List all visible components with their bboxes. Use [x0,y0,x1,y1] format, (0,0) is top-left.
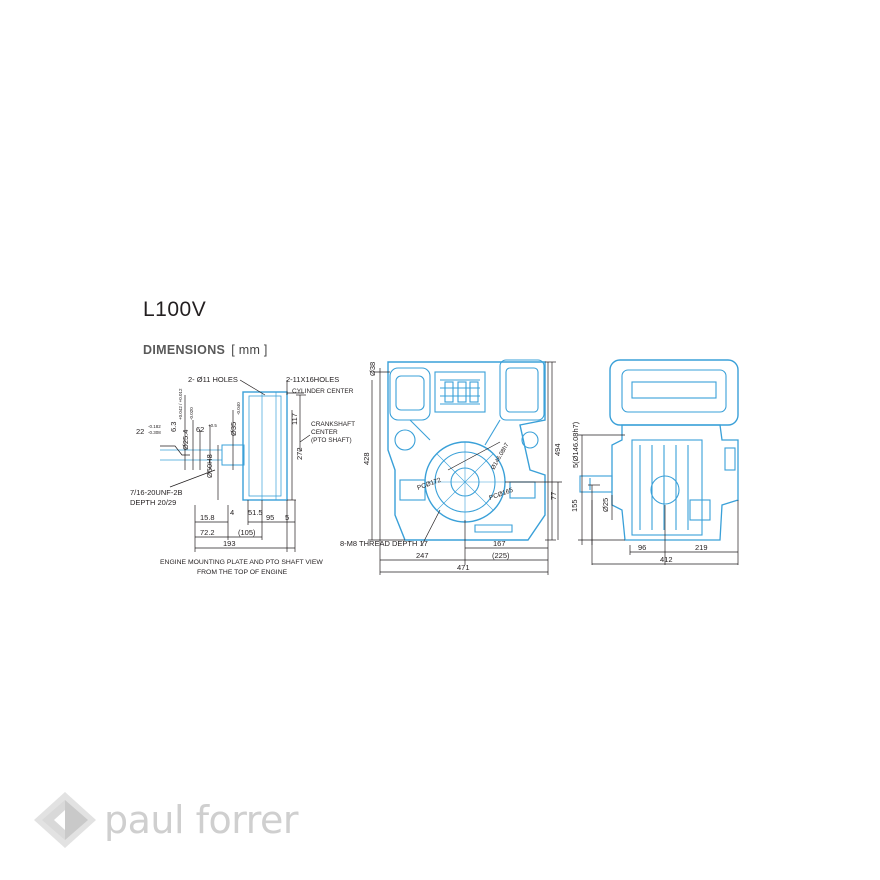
dim-515: 51.5 [248,508,263,517]
dim-722: 72.2 [200,528,215,537]
dim-62: 62 [196,425,204,434]
dim-4: 4 [230,508,234,517]
dim-35-tol: -0.040 [236,402,241,415]
dim-219: 219 [695,543,708,552]
dim-105: (105) [238,528,256,537]
dim-63: 6.3 [169,422,178,432]
dim-412: 412 [660,555,673,564]
dim-428: 428 [362,452,371,465]
dim-38: Ø38 [368,362,377,376]
dim-247: 247 [416,551,429,560]
dim-117: 117 [290,413,299,425]
crankshaft-label-1: CRANKSHAFT [311,421,355,428]
dim-155: 155 [570,499,579,512]
dim-254-tol: -0.020 [189,407,194,420]
dim-62-tol: +0.5 [208,423,217,428]
paul-forrer-logo: paul forrer [32,790,299,850]
dim-95: 95 [266,513,274,522]
dimensions-unit: [ mm ] [231,343,268,357]
thread-label-1: 7/16-20UNF-2B [130,488,183,497]
thread-center: 8-M8 THREAD DEPTH 17 [340,539,428,548]
dim-35: Ø35 [229,422,238,436]
caption-2: FROM THE TOP OF ENGINE [197,569,288,576]
logo-mark-icon [34,792,96,848]
mounting-plate-outline [242,391,288,501]
crankshaft-label-3: (PTO SHAFT) [311,437,352,444]
cylinder-center-label: CYLINDER CENTER [292,388,354,395]
left-view-drawing [160,379,311,552]
dim-77: 77 [549,492,558,500]
left-view-labels: 2- Ø11 HOLES 2-11X16HOLES CYLINDER CENTE… [130,375,355,576]
dimensions-heading: DIMENSIONS [ mm ] [143,343,268,357]
dim-63-tol: +0.042 / +0.012 [178,388,183,420]
dim-254: Ø25.4 [181,430,190,450]
dim-96: 96 [638,543,646,552]
dim-193: 193 [223,539,236,548]
pc-172: PCØ172 [416,477,442,492]
dim-146-center: Ø146.08h7 [491,442,511,471]
dim-22: 22 [136,427,144,436]
center-view-dims [368,361,562,575]
dim-167: 167 [493,539,506,548]
logo-wordmark: paul forrer [104,798,299,842]
page-title: L100V [143,298,207,321]
dim-22-tol-bot: -0.308 [148,430,161,435]
holes-label: 2- Ø11 HOLES [188,375,238,384]
right-view-dims [578,434,739,565]
center-view-engine [387,359,546,541]
dim-50: Ø50H8 [205,454,214,478]
dimensions-heading-label: DIMENSIONS [143,343,226,357]
dim-471: 471 [457,563,470,572]
crankshaft-label-2: CENTER [311,429,338,436]
right-view-labels: 5(Ø146.08h7) 155 Ø25 96 219 412 [570,421,708,564]
caption-1: ENGINE MOUNTING PLATE AND PTO SHAFT VIEW [160,559,323,566]
dim-272: 272 [295,447,304,460]
dim-494: 494 [553,443,562,456]
right-view-engine [579,359,739,541]
dim-22-tol-top: -0.182 [148,424,161,429]
holes2-label: 2-11X16HOLES [286,375,339,384]
dim-5: 5 [285,513,289,522]
dim-25: Ø25 [601,498,610,512]
dim-5-146: 5(Ø146.08h7) [571,421,580,468]
dim-225: (225) [492,551,510,560]
dim-158: 15.8 [200,513,215,522]
thread-label-2: DEPTH 20/29 [130,498,176,507]
